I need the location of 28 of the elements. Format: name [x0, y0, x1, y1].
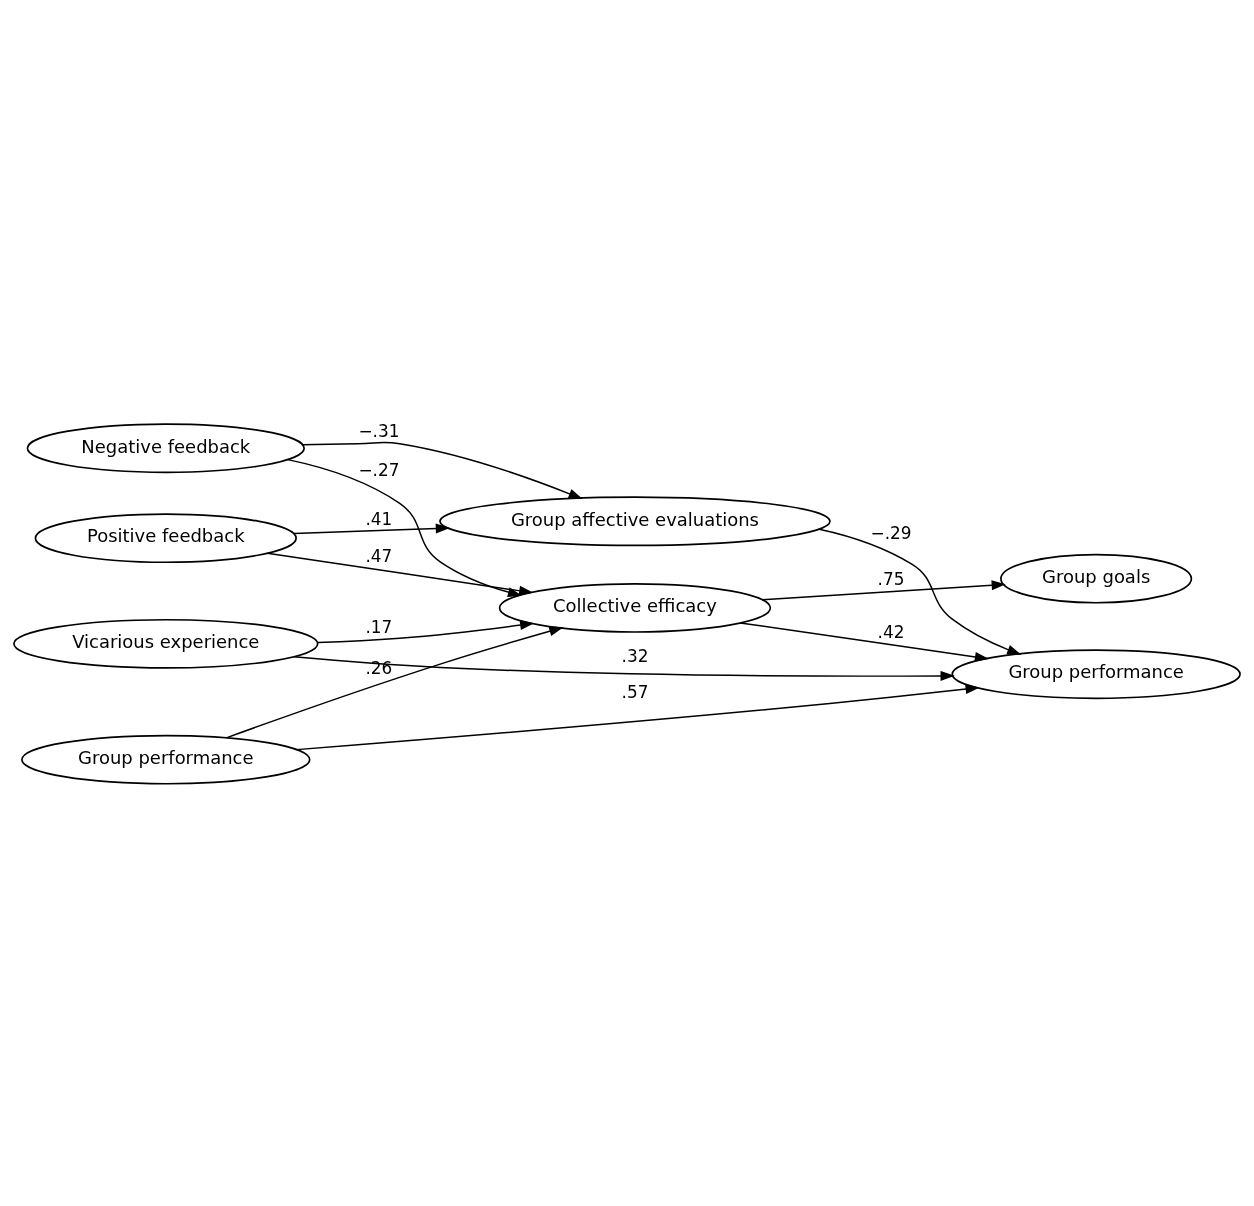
node-ellipse: Group goals [1000, 553, 1193, 604]
arrow [295, 683, 980, 750]
node-ellipse: Group performance [21, 734, 311, 785]
edge-label: .17 [365, 616, 393, 637]
edge-label: .57 [621, 681, 649, 702]
arrow [316, 619, 535, 643]
edge-label: .75 [877, 568, 905, 589]
arrow [266, 551, 534, 596]
node-ellipse: Negative feedback [26, 422, 305, 473]
edge-label: −.31 [358, 420, 400, 441]
edge-label: .26 [365, 657, 393, 678]
edge-label: .41 [365, 508, 393, 529]
node-ellipse: Vicarious experience [13, 618, 319, 669]
edge-label: .47 [365, 545, 393, 566]
arrow [301, 441, 583, 499]
node-ellipse: Group affective evaluations [439, 495, 831, 546]
arrow [293, 523, 450, 534]
arrow [761, 579, 1006, 601]
arrow [739, 621, 990, 662]
arrow [292, 655, 955, 681]
arrow [225, 625, 564, 739]
arrow [818, 527, 1022, 655]
edge-label: .42 [877, 621, 905, 642]
edge-label: −.29 [870, 522, 912, 543]
node-ellipse: Positive feedback [34, 512, 297, 563]
arrow [287, 458, 523, 597]
edge-label: −.27 [358, 459, 400, 480]
edge-label: .32 [621, 645, 649, 666]
